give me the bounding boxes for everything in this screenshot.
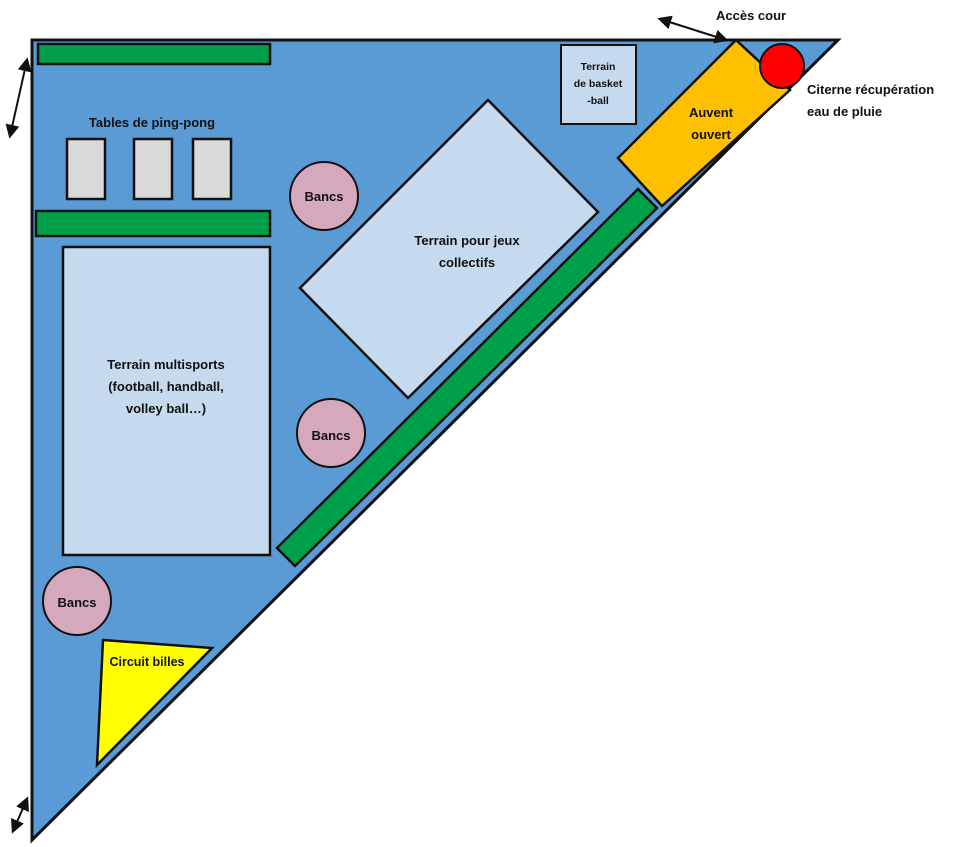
bench-1-label: Bancs xyxy=(304,189,343,204)
double-arrow-icon xyxy=(5,57,32,139)
awning-label-line1: Auvent xyxy=(689,105,734,120)
bench-3 xyxy=(42,566,112,636)
basketball-label-line1: Terrain xyxy=(581,61,616,73)
yard-area xyxy=(30,38,842,844)
bench-2-label: Bancs xyxy=(311,428,350,443)
ping-pong-table-3 xyxy=(191,137,233,201)
multisport-field xyxy=(61,245,272,557)
collective-games-field xyxy=(298,98,600,400)
basketball-label-line2: de basket xyxy=(574,78,623,90)
cistern-label-line2: eau de pluie xyxy=(807,104,882,119)
ping-pong-table-1 xyxy=(65,137,107,201)
hedge-top xyxy=(36,42,272,66)
basketball-court xyxy=(560,44,637,125)
rainwater-cistern xyxy=(759,43,805,89)
marble-track xyxy=(95,638,215,769)
ping-pong-table-2 xyxy=(132,137,174,201)
bench-1 xyxy=(289,161,359,231)
multisport-label-line3: volley ball…) xyxy=(126,401,206,416)
bench-3-label: Bancs xyxy=(57,595,96,610)
multisport-label-line1: Terrain multisports xyxy=(107,357,225,372)
double-arrow-icon xyxy=(11,796,29,834)
multisport-label-line2: (football, handball, xyxy=(108,379,224,394)
collective-games-label-line2: collectifs xyxy=(439,255,495,270)
double-arrow-icon xyxy=(657,15,729,44)
cistern-label-line1: Citerne récupération xyxy=(807,82,934,97)
access-label: Accès cour xyxy=(716,8,786,23)
ping-pong-label: Tables de ping-pong xyxy=(89,115,215,130)
collective-games-label-line1: Terrain pour jeux xyxy=(414,233,520,248)
awning-label-line2: ouvert xyxy=(691,127,731,142)
bench-2 xyxy=(296,398,366,468)
basketball-label-line3: -ball xyxy=(587,95,609,107)
hedge-diagonal xyxy=(275,187,659,568)
hedge-middle xyxy=(34,209,272,238)
marble-track-label: Circuit billes xyxy=(109,655,184,669)
